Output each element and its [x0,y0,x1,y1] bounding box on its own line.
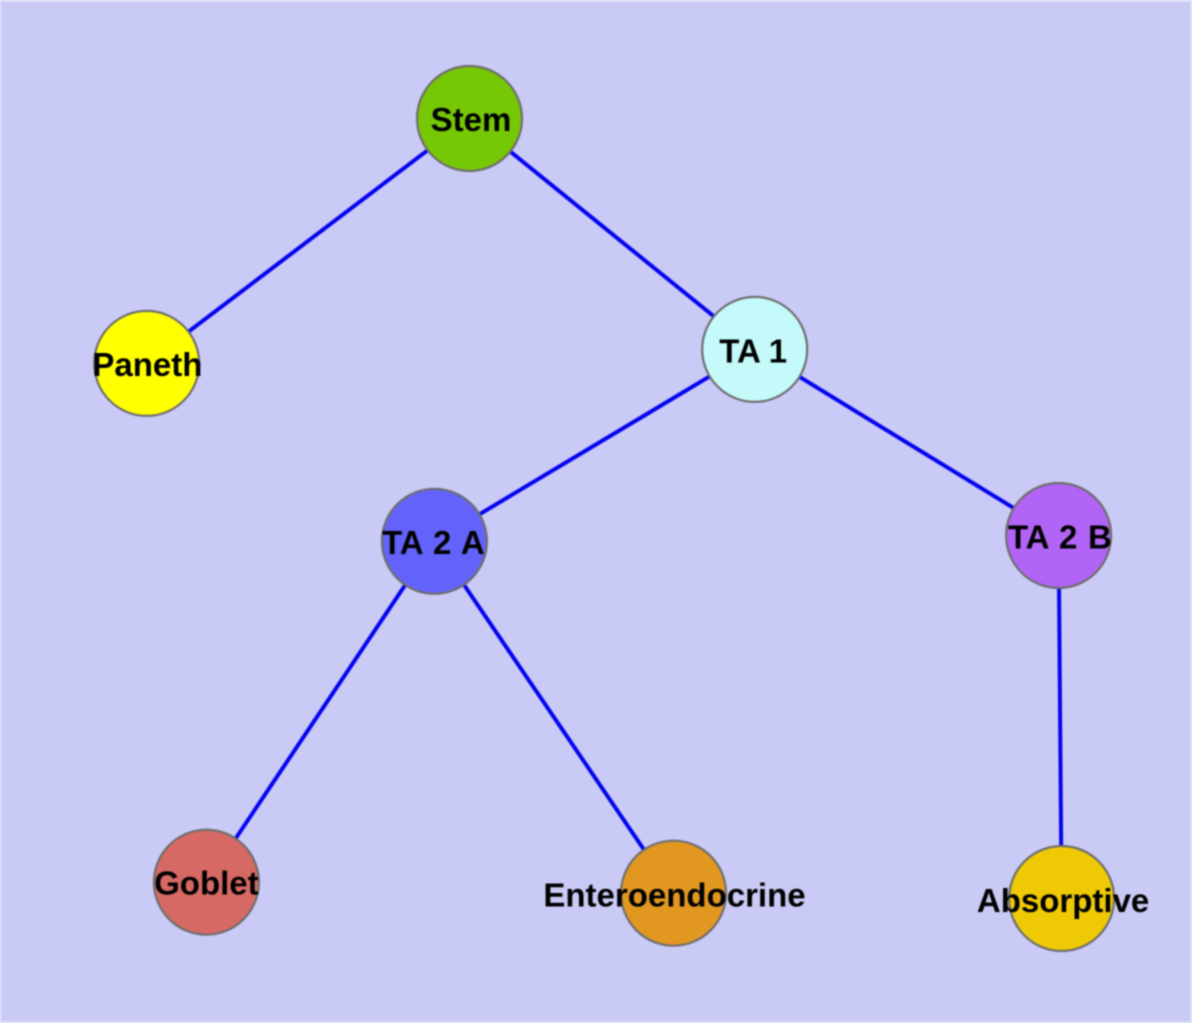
svg-text:TA 2 A: TA 2 A [382,524,485,561]
svg-text:TA 2 B: TA 2 B [1008,519,1112,556]
svg-text:Enteroendocrine: Enteroendocrine [543,877,805,914]
svg-text:Paneth: Paneth [92,346,202,383]
svg-text:TA 1: TA 1 [719,332,787,369]
svg-text:Absorptive: Absorptive [977,882,1149,919]
svg-text:Goblet: Goblet [154,865,259,902]
svg-text:Stem: Stem [431,101,512,138]
